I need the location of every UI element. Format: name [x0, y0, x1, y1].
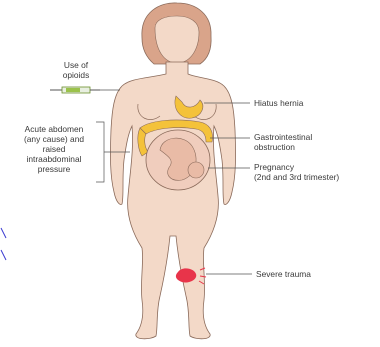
syringe-icon — [50, 87, 100, 93]
label-acute-abdomen: Acute abdomen (any cause) and raised int… — [12, 124, 96, 174]
label-severe-trauma: Severe trauma — [256, 269, 311, 279]
fetus-head — [188, 162, 204, 178]
label-hiatus-hernia: Hiatus hernia — [254, 98, 303, 108]
label-pregnancy: Pregnancy (2nd and 3rd trimester) — [254, 162, 339, 182]
edge-mark — [1, 250, 6, 260]
label-opioids: Use of opioids — [48, 60, 104, 80]
body-silhouette — [110, 62, 235, 339]
edge-mark — [1, 228, 6, 238]
label-gi-obstruction: Gastrointestinal obstruction — [254, 132, 312, 152]
